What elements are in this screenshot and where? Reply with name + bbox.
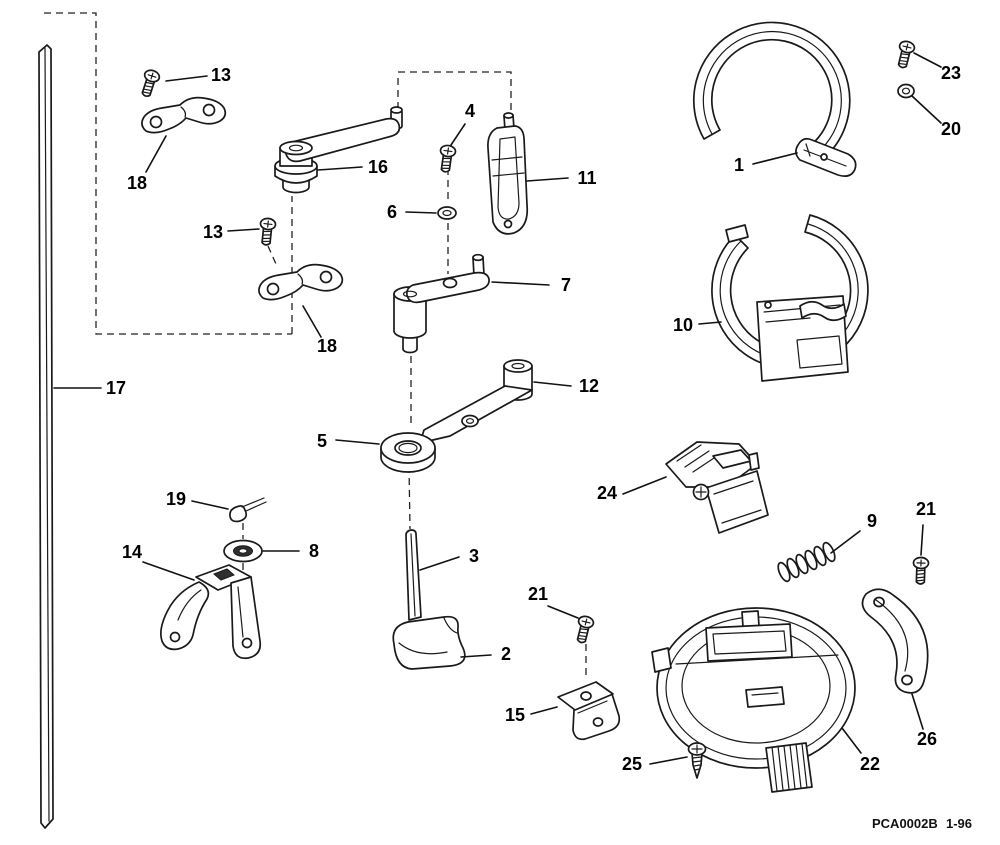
callout-5: 5 (317, 431, 327, 451)
callout-8: 8 (309, 541, 319, 561)
part-11-link (487, 112, 529, 235)
part-18-lever-upper (141, 96, 227, 134)
part-1-spring-clip (693, 21, 857, 177)
dashed-alignment-lines (44, 12, 587, 678)
part-16-crank-arm (274, 106, 403, 194)
screw-21-right (911, 556, 930, 586)
callout-24: 24 (597, 483, 617, 503)
part-14-bracket (160, 564, 262, 660)
callout-20: 20 (941, 119, 961, 139)
part-7-lever-stud (393, 253, 490, 354)
screw-21-left (572, 613, 596, 646)
leader-c15 (530, 706, 558, 715)
leader-c25 (649, 756, 688, 765)
leader-c23 (913, 52, 942, 68)
callout-19: 19 (166, 489, 186, 509)
leader-lines (53, 52, 942, 765)
part-24-bracket-assembly (665, 441, 769, 534)
leader-c22 (841, 727, 862, 754)
leader-c10 (698, 321, 722, 325)
callout-13-upper: 13 (211, 65, 231, 85)
callout-13-lower: 13 (203, 222, 223, 242)
callout-23: 23 (941, 63, 961, 83)
leader-c21a (547, 605, 579, 619)
leader-c18a (145, 135, 167, 173)
leader-c21b (920, 524, 924, 556)
part-15-clamp (557, 681, 621, 741)
part-5-12-arm-assembly (380, 359, 533, 473)
leader-c2 (460, 654, 492, 658)
leader-c11 (526, 177, 569, 182)
catalog-code: PCA0002B (872, 816, 938, 831)
callout-labels: 1 2 3 4 5 6 7 8 9 10 11 12 13 13 14 15 1… (106, 63, 961, 774)
leader-c26 (911, 693, 924, 730)
callout-3: 3 (469, 546, 479, 566)
callout-2: 2 (501, 644, 511, 664)
part-20-washer (897, 83, 915, 99)
part-19-clip (229, 497, 267, 523)
callout-11: 11 (577, 168, 596, 188)
part-17-link-rod (38, 44, 54, 829)
leader-c16 (317, 166, 363, 171)
part-3-shift-rod (405, 529, 422, 621)
callout-4: 4 (465, 101, 475, 121)
part-10-clamp-bracket (711, 214, 869, 382)
leader-c7 (491, 281, 550, 286)
part-2-shift-cam (392, 615, 466, 670)
screw-25-tapping (687, 742, 707, 779)
callout-21-left: 21 (528, 584, 548, 604)
callout-7: 7 (561, 275, 571, 295)
leader-c9 (830, 530, 861, 554)
leader-c12 (533, 381, 572, 387)
leader-c13b (227, 228, 260, 232)
leader-c14 (142, 561, 195, 581)
leader-c24 (622, 476, 667, 495)
leader-c3 (419, 556, 460, 571)
screw-23 (893, 38, 917, 71)
callout-25: 25 (622, 754, 642, 774)
callout-14: 14 (122, 542, 142, 562)
callout-17: 17 (106, 378, 126, 398)
callout-26: 26 (917, 729, 937, 749)
part-6-washer (437, 206, 457, 220)
callout-22: 22 (860, 754, 880, 774)
leader-c13a (165, 75, 208, 82)
leader-c19 (191, 500, 229, 510)
callout-9: 9 (867, 511, 877, 531)
callout-15: 15 (505, 705, 525, 725)
part-18-lever-lower (258, 263, 344, 301)
leader-c6 (405, 211, 437, 214)
callout-10: 10 (673, 315, 693, 335)
callout-21-right: 21 (916, 499, 936, 519)
part-8-grommet (223, 539, 263, 563)
catalog-date: 1-96 (946, 816, 972, 831)
leader-c20 (911, 95, 942, 124)
screw-13-upper (137, 67, 162, 100)
callout-18-upper: 18 (127, 173, 147, 193)
leader-c5 (335, 439, 380, 445)
part-9-spring (777, 541, 836, 583)
callout-12: 12 (579, 376, 599, 396)
leader-c18b (302, 305, 322, 338)
leader-c1 (752, 152, 798, 165)
leader-c4 (450, 123, 466, 146)
callout-6: 6 (387, 202, 397, 222)
callout-18-lower: 18 (317, 336, 337, 356)
part-22-cover-plate (651, 607, 856, 793)
screw-4 (436, 143, 458, 174)
callout-1: 1 (734, 155, 744, 175)
callout-16: 16 (368, 157, 388, 177)
part-26-curved-link (861, 588, 929, 694)
screw-13-lower (257, 216, 277, 247)
